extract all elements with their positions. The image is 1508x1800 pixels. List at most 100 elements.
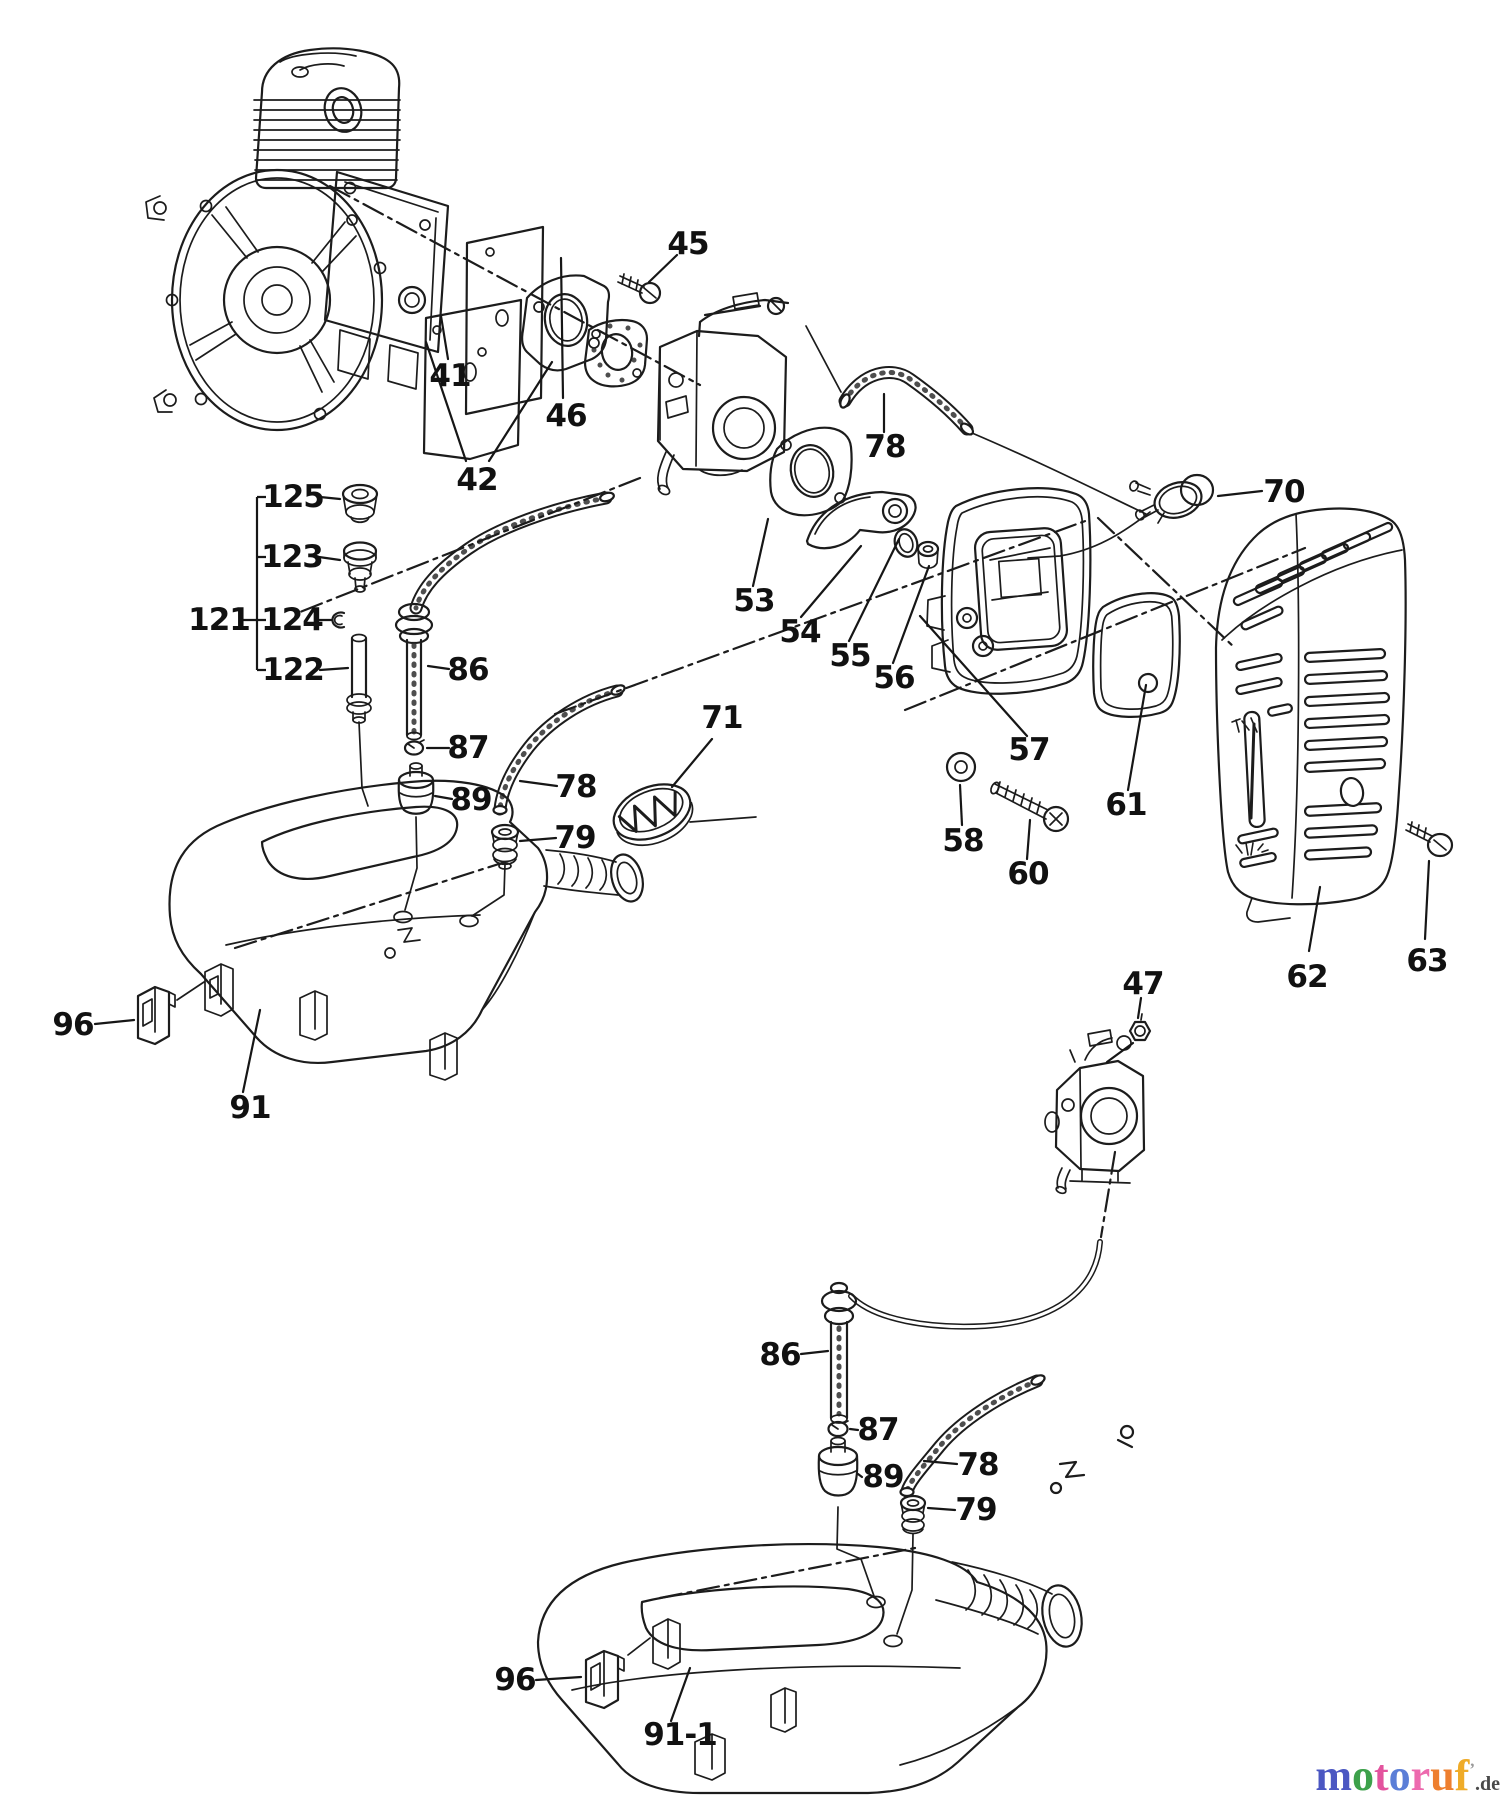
part-label-45: 45 <box>667 226 709 262</box>
bolt-60 <box>990 781 1070 833</box>
watermark-letter: o <box>1352 1751 1374 1800</box>
part-label-78-3: 78 <box>957 1447 999 1483</box>
cushion-96-bottom <box>584 1649 625 1710</box>
leader-line-78-3 <box>922 1459 959 1466</box>
part-label-57: 57 <box>1008 732 1050 768</box>
fuel-line-from-bulb <box>1027 511 1151 559</box>
leader-line-57 <box>918 614 1029 738</box>
grommet-to-tank-line <box>471 863 506 917</box>
part-label-46: 46 <box>545 398 587 434</box>
leader-line-96-1 <box>93 1018 136 1026</box>
leader-line-78-2 <box>518 779 559 788</box>
leader-line-41 <box>439 314 450 361</box>
leader-line-56 <box>891 564 931 665</box>
leader-line-79-2 <box>926 1506 957 1512</box>
primer-bulb <box>1129 473 1215 524</box>
screw-45 <box>617 273 662 305</box>
grommet-125 <box>341 483 379 524</box>
assembly-center-lines <box>233 184 1307 1600</box>
fuel-line-to-bulb <box>971 432 1147 515</box>
air-cleaner-housing <box>926 487 1092 695</box>
watermark-tld: .de <box>1475 1773 1500 1795</box>
return-hose-78-mid <box>492 684 626 816</box>
watermark-letter: t <box>1374 1751 1389 1800</box>
leader-line-42 <box>487 360 554 463</box>
watermark-letter: f <box>1454 1751 1470 1800</box>
leader-line-58 <box>958 783 964 827</box>
bushing-56 <box>916 540 940 570</box>
part-label-122: 122 <box>262 652 325 688</box>
part-label-91-1: 91-1 <box>643 1717 718 1753</box>
fuel-cap-71 <box>612 783 694 846</box>
leader-line-47 <box>1136 996 1143 1020</box>
filter-to-tank2-line <box>836 1506 875 1597</box>
part-label-87-2: 87 <box>857 1412 899 1448</box>
part-label-63: 63 <box>1406 943 1448 979</box>
watermark-mark: ’ <box>1469 1759 1475 1779</box>
leader-line-79-1 <box>518 836 558 843</box>
watermark-letter: o <box>1388 1751 1411 1800</box>
fuel-tank-91-1 <box>536 1543 1083 1795</box>
breather-pipe-122 <box>346 633 372 724</box>
leader-line-71 <box>670 737 714 789</box>
leader-line-87-2 <box>848 1427 860 1432</box>
tank2-clip-details <box>1049 1424 1135 1495</box>
cushion-96-bottom-line <box>627 1637 651 1656</box>
fuel-filter-89-top <box>397 762 435 815</box>
part-label-62: 62 <box>1286 959 1328 995</box>
fuel-line-86-bottom <box>820 1239 1103 1424</box>
leader-line-53 <box>751 517 770 588</box>
leader-line-89-1 <box>433 794 454 801</box>
leader-line-60 <box>1025 818 1032 861</box>
part-label-89-1: 89 <box>450 782 492 818</box>
air-cleaner-cover <box>1214 507 1407 923</box>
leader-line-96-2 <box>534 1675 583 1682</box>
leader-line-55 <box>847 537 901 643</box>
return-hose-78-bottom <box>899 1374 1046 1498</box>
part-label-47: 47 <box>1122 966 1164 1002</box>
clip-87-top <box>403 739 425 756</box>
leader-line-86-2 <box>799 1349 830 1356</box>
carb-nipple-line <box>805 325 842 393</box>
part-label-58: 58 <box>942 823 984 859</box>
gasket-46 <box>583 318 649 388</box>
fuel-hose-78-top <box>838 366 975 436</box>
engine-assembly <box>145 47 450 432</box>
part-label-79-1: 79 <box>554 820 596 856</box>
part-label-42: 42 <box>456 462 498 498</box>
watermark-word: motoruf <box>1315 1751 1469 1800</box>
cushion-96-top <box>136 985 176 1046</box>
leader-line-70 <box>1216 489 1264 498</box>
grommet-79-bottom <box>899 1494 927 1535</box>
part-label-41: 41 <box>429 358 471 394</box>
breather-valve-123 <box>342 541 378 593</box>
part-label-87-1: 87 <box>447 730 489 766</box>
fuel-tank-91 <box>168 779 644 1081</box>
part-label-79-2: 79 <box>955 1492 997 1528</box>
carburetor <box>656 292 790 496</box>
bracket-121 <box>255 495 266 672</box>
leader-line-123 <box>317 555 342 562</box>
washer-58 <box>945 751 977 783</box>
carburetor-2 <box>1044 1029 1146 1195</box>
motoruf-watermark: motoruf’.de <box>1315 1754 1500 1798</box>
part-label-86-2: 86 <box>759 1337 801 1373</box>
leader-line-91 <box>241 1008 262 1094</box>
watermark-letter: m <box>1315 1751 1352 1800</box>
part-label-71: 71 <box>701 700 743 736</box>
part-label-61: 61 <box>1105 787 1147 823</box>
part-label-70: 70 <box>1263 474 1305 510</box>
leader-line-89-2 <box>856 1472 864 1479</box>
part-label-89-2: 89 <box>862 1459 904 1495</box>
part-label-60: 60 <box>1007 856 1049 892</box>
part-label-56: 56 <box>873 660 915 696</box>
part-label-78-1: 78 <box>864 429 906 465</box>
clip-87-bottom <box>827 1420 849 1438</box>
leader-line-42 <box>424 340 468 463</box>
part-label-53: 53 <box>733 583 775 619</box>
cap-center-line <box>689 816 757 823</box>
